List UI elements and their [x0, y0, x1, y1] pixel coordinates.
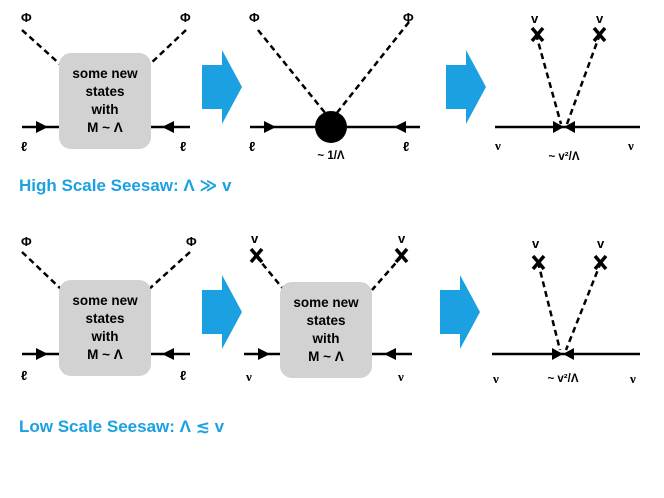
phi-label: Φ: [403, 10, 414, 25]
new-states-box: [59, 53, 151, 149]
box-line-4: M ~ Λ: [87, 347, 123, 362]
nu-label: ν: [494, 138, 501, 153]
top-panel-3: v v ν ν ~ v²/Λ: [494, 11, 640, 163]
lepton-label: ℓ: [249, 139, 255, 154]
scalar-line-left: [21, 251, 63, 291]
phi-label: Φ: [180, 10, 191, 25]
lepton-label: ℓ: [403, 139, 409, 154]
vev-label: v: [532, 236, 540, 251]
lepton-label: ℓ: [21, 368, 27, 383]
nu-label: ν: [627, 138, 634, 153]
box-line-2: states: [85, 311, 124, 326]
phi-label: Φ: [21, 10, 32, 25]
top-panel-1: some new states with M ~ Λ Φ Φ ℓ ℓ: [21, 10, 191, 154]
lepton-label: ℓ: [21, 139, 27, 154]
scalar-line-left: [257, 29, 327, 115]
mass-coefficient: ~ v²/Λ: [548, 151, 579, 163]
flow-arrow-icon: [202, 275, 242, 349]
arrowhead-right: [258, 348, 270, 360]
vev-label: v: [596, 11, 604, 26]
bottom-row: some new states with M ~ Λ Φ Φ ℓ ℓ: [19, 231, 640, 436]
arrowhead-left: [162, 121, 174, 133]
nu-label: ν: [492, 371, 499, 386]
scalar-line-right: [147, 29, 187, 67]
arrowhead-left: [384, 348, 396, 360]
box-line-1: some new: [72, 66, 138, 81]
effective-vertex: [315, 111, 347, 143]
vev-insertion-icon: [593, 254, 608, 271]
mass-coefficient: ~ v²/Λ: [547, 373, 578, 385]
arrowhead-right: [36, 121, 48, 133]
vev-label: v: [398, 231, 406, 246]
flow-arrow-icon: [446, 50, 486, 124]
vev-insertion-icon: [531, 254, 546, 271]
bottom-panel-1: some new states with M ~ Λ Φ Φ ℓ ℓ: [21, 234, 197, 383]
vev-insertion-icon: [592, 26, 607, 43]
dim5-coefficient: ~ 1/Λ: [317, 150, 345, 162]
vev-line-left: [536, 261, 562, 351]
nu-label: ν: [397, 369, 404, 384]
high-scale-caption: High Scale Seesaw: Λ ≫ v: [19, 176, 232, 195]
arrowhead-left: [563, 348, 574, 360]
vev-line-right: [565, 33, 602, 125]
nu-label: ν: [629, 371, 636, 386]
low-scale-caption: Low Scale Seesaw: Λ ≲ v: [19, 417, 225, 436]
arrowhead-right: [553, 121, 564, 133]
scalar-line-left: [21, 29, 63, 67]
vev-insertion-icon: [530, 26, 545, 43]
arrowhead-right: [264, 121, 276, 133]
arrowhead-left: [162, 348, 174, 360]
vev-line-right: [371, 255, 403, 291]
box-line-4: M ~ Λ: [308, 349, 344, 364]
vev-label: v: [597, 236, 605, 251]
box-line-3: with: [312, 331, 340, 346]
vev-line-left: [255, 255, 285, 291]
box-line-3: with: [91, 329, 119, 344]
vev-label: v: [251, 231, 259, 246]
box-line-2: states: [306, 313, 345, 328]
vev-insertion-icon: [249, 247, 264, 264]
lepton-label: ℓ: [180, 368, 186, 383]
flow-arrow-icon: [202, 50, 242, 124]
new-states-box: [59, 280, 151, 376]
vev-line-right: [564, 261, 603, 351]
bottom-panel-3: v v ν ν ~ v²/Λ: [492, 236, 640, 386]
lepton-label: ℓ: [180, 139, 186, 154]
box-line-1: some new: [72, 293, 138, 308]
vev-line-left: [534, 33, 563, 125]
top-row: some new states with M ~ Λ Φ Φ ℓ ℓ Φ Φ ℓ…: [19, 10, 640, 195]
vev-label: v: [531, 11, 539, 26]
phi-label: Φ: [186, 234, 197, 249]
bottom-panel-2: some new states with M ~ Λ v v ν ν: [244, 231, 412, 384]
phi-label: Φ: [249, 10, 260, 25]
scalar-line-right: [147, 251, 191, 291]
arrowhead-left: [394, 121, 406, 133]
box-line-3: with: [91, 102, 119, 117]
scalar-line-right: [335, 21, 410, 115]
top-panel-2: Φ Φ ℓ ℓ ~ 1/Λ: [249, 10, 420, 162]
new-states-box: [280, 282, 372, 378]
box-line-4: M ~ Λ: [87, 120, 123, 135]
box-line-1: some new: [293, 295, 359, 310]
arrowhead-left: [564, 121, 575, 133]
vev-insertion-icon: [394, 247, 409, 264]
arrowhead-right: [552, 348, 563, 360]
phi-label: Φ: [21, 234, 32, 249]
flow-arrow-icon: [440, 275, 480, 349]
arrowhead-right: [36, 348, 48, 360]
box-line-2: states: [85, 84, 124, 99]
nu-label: ν: [245, 369, 252, 384]
